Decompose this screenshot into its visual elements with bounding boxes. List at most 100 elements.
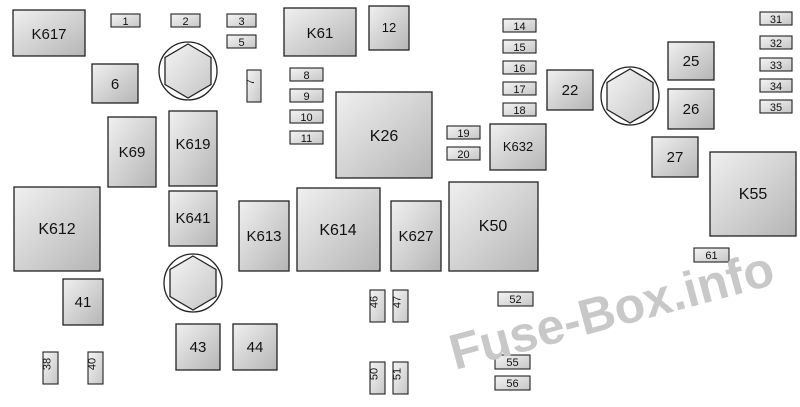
fuse-label: 40 bbox=[87, 358, 99, 370]
fuse-label: 51 bbox=[392, 368, 404, 380]
fuse-11: 11 bbox=[289, 130, 324, 145]
relay-label: K641 bbox=[175, 210, 210, 227]
fuse-label: 8 bbox=[303, 70, 309, 82]
fuse-label: 12 bbox=[382, 20, 396, 35]
bolt-icon bbox=[600, 66, 660, 126]
fuse-47: 47 bbox=[392, 289, 409, 323]
fuse-label: 25 bbox=[683, 53, 700, 70]
fuse-61: 61 bbox=[693, 247, 730, 263]
fuse-35: 35 bbox=[759, 99, 793, 114]
relay-label: K632 bbox=[503, 139, 533, 154]
fuse-6: 6 bbox=[91, 63, 139, 104]
fuse-7: 7 bbox=[245, 69, 262, 103]
fuse-52: 52 bbox=[497, 291, 534, 307]
fuse-22: 22 bbox=[546, 69, 594, 111]
relay-label: K617 bbox=[31, 26, 66, 43]
relay-label: K613 bbox=[246, 228, 281, 245]
fuse-9: 9 bbox=[289, 88, 324, 103]
fuse-label: 2 bbox=[182, 16, 188, 28]
fuse-label: 1 bbox=[122, 16, 128, 28]
fuse-label: 46 bbox=[369, 296, 381, 308]
relay-label: K50 bbox=[479, 218, 508, 235]
fuse-label: 18 bbox=[513, 105, 525, 117]
fuse-label: 20 bbox=[457, 149, 469, 161]
relay-k617: K617 bbox=[12, 9, 86, 57]
fuse-27: 27 bbox=[651, 136, 699, 178]
fuse-label: 47 bbox=[392, 296, 404, 308]
relay-label: K619 bbox=[175, 136, 210, 153]
fuse-label: 50 bbox=[369, 368, 381, 380]
fuse-19: 19 bbox=[446, 125, 481, 140]
fuse-label: 41 bbox=[75, 294, 92, 311]
fuse-46: 46 bbox=[369, 289, 386, 323]
relay-k614: K614 bbox=[296, 187, 381, 272]
fuse-18: 18 bbox=[502, 102, 537, 117]
fuse-label: 11 bbox=[301, 133, 312, 145]
fuse-label: 26 bbox=[683, 101, 700, 118]
fuse-label: 17 bbox=[513, 84, 525, 96]
fuse-15: 15 bbox=[502, 39, 537, 54]
relay-label: K61 bbox=[307, 25, 334, 42]
relay-label: K26 bbox=[370, 128, 399, 145]
fuse-43: 43 bbox=[175, 323, 221, 371]
fuse-33: 33 bbox=[759, 57, 793, 72]
fuse-26: 26 bbox=[667, 88, 715, 130]
fuse-50: 50 bbox=[369, 361, 386, 395]
fuse-20: 20 bbox=[446, 146, 481, 161]
fuse-label: 27 bbox=[667, 149, 684, 166]
relay-k55: K55 bbox=[709, 151, 797, 237]
relay-k613: K613 bbox=[238, 200, 290, 272]
bolt-icon bbox=[163, 253, 223, 313]
fuse-44: 44 bbox=[232, 323, 278, 371]
fuse-label: 44 bbox=[247, 339, 264, 356]
fuse-1: 1 bbox=[110, 13, 141, 28]
fuse-label: 5 bbox=[238, 37, 244, 49]
bolt-icon bbox=[158, 41, 218, 101]
relay-k619: K619 bbox=[168, 110, 218, 187]
relay-label: K627 bbox=[398, 228, 433, 245]
fuse-17: 17 bbox=[502, 81, 537, 96]
fuse-3: 3 bbox=[226, 13, 257, 28]
fuse-label: 7 bbox=[245, 79, 257, 85]
fuse-14: 14 bbox=[502, 18, 537, 33]
fuse-32: 32 bbox=[759, 35, 793, 50]
fuse-41: 41 bbox=[62, 278, 104, 326]
fuse-label: 55 bbox=[506, 357, 518, 369]
relay-label: K69 bbox=[119, 144, 146, 161]
fuse-5: 5 bbox=[226, 34, 257, 49]
fuse-label: 52 bbox=[509, 294, 521, 306]
fuse-label: 32 bbox=[770, 38, 782, 50]
fuse-10: 10 bbox=[289, 109, 324, 124]
fuse-label: 31 bbox=[770, 14, 782, 26]
fuse-label: 10 bbox=[300, 112, 312, 124]
fuse-51: 51 bbox=[392, 361, 409, 395]
relay-k632: K632 bbox=[489, 123, 547, 171]
fuse-label: 15 bbox=[513, 42, 525, 54]
fuse-label: 22 bbox=[562, 82, 579, 99]
fuse-label: 19 bbox=[457, 128, 469, 140]
fuse-label: 61 bbox=[705, 250, 717, 262]
fuse-56: 56 bbox=[494, 375, 531, 391]
relay-k50: K50 bbox=[448, 181, 539, 272]
fuse-25: 25 bbox=[667, 41, 715, 81]
relay-k641: K641 bbox=[168, 190, 218, 247]
fuse-16: 16 bbox=[502, 60, 537, 75]
fuse-31: 31 bbox=[759, 11, 793, 26]
relay-k61: K61 bbox=[283, 7, 357, 57]
relay-k612: K612 bbox=[13, 186, 101, 272]
fuse-34: 34 bbox=[759, 78, 793, 93]
fuse-label: 9 bbox=[303, 91, 309, 103]
relay-k627: K627 bbox=[390, 200, 442, 272]
fuse-40: 40 bbox=[87, 351, 104, 385]
fuse-2: 2 bbox=[170, 13, 201, 28]
fuse-label: 6 bbox=[111, 76, 119, 93]
fuse-label: 38 bbox=[42, 358, 54, 370]
fuse-label: 43 bbox=[190, 339, 207, 356]
relay-label: K612 bbox=[38, 221, 75, 238]
relay-k26: K26 bbox=[335, 91, 433, 179]
fuse-label: 56 bbox=[506, 378, 518, 390]
relay-label: K614 bbox=[319, 222, 356, 239]
fuse-label: 33 bbox=[770, 60, 782, 72]
